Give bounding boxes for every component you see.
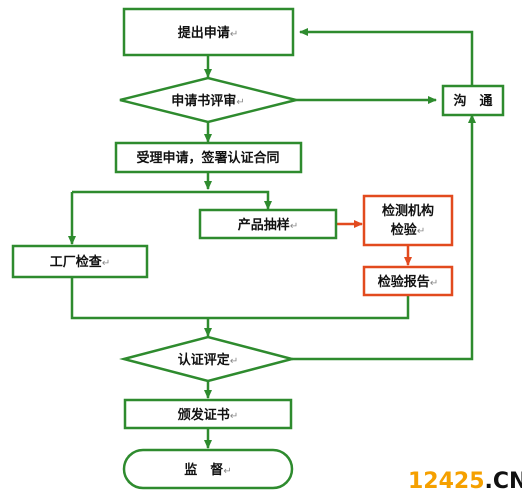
svg-text:检验报告↵: 检验报告↵ xyxy=(378,274,438,290)
svg-text:认证评定↵: 认证评定↵ xyxy=(178,352,238,368)
para-mark: ↵ xyxy=(430,278,438,289)
node-evaluation-label: 认证评定 xyxy=(178,352,230,368)
node-test-report-label: 检验报告 xyxy=(378,274,430,290)
edge-split-sampling xyxy=(72,190,272,210)
node-lab-test-line1: 检测机构 xyxy=(382,203,434,219)
node-review-label: 申请书评审 xyxy=(171,93,236,109)
para-mark: ↵ xyxy=(230,356,238,367)
node-test-report: 检验报告↵ xyxy=(362,265,454,297)
svg-text:颁发证书↵: 颁发证书↵ xyxy=(178,407,238,423)
node-contract-label: 受理申请，签署认证合同 xyxy=(136,150,279,166)
para-mark: ↵ xyxy=(236,97,244,108)
node-issue-cert: 颁发证书↵ xyxy=(123,398,293,430)
para-mark: ↵ xyxy=(230,29,238,40)
node-sampling: 产品抽样↵ xyxy=(198,208,338,240)
node-apply: 提出申请↵ xyxy=(122,7,295,57)
node-evaluation: 认证评定↵ xyxy=(119,335,297,383)
node-communicate: 沟 通 xyxy=(441,84,505,117)
para-mark: ↵ xyxy=(102,258,110,269)
edge-evaluation-communicate xyxy=(292,114,476,361)
node-apply-label: 提出申请 xyxy=(178,25,230,41)
node-communicate-label: 沟 通 xyxy=(453,93,492,109)
para-mark: ↵ xyxy=(290,221,298,232)
svg-text:产品抽样↵: 产品抽样↵ xyxy=(238,217,298,233)
watermark-suffix: .CN xyxy=(485,469,522,494)
node-issue-cert-label: 颁发证书 xyxy=(178,407,230,423)
node-factory-inspection-label: 工厂检查 xyxy=(50,254,103,270)
red-connectors xyxy=(336,220,412,266)
node-review: 申请书评审↵ xyxy=(119,76,297,124)
svg-text:工厂检查↵: 工厂检查↵ xyxy=(50,254,110,270)
node-sampling-label: 产品抽样 xyxy=(238,217,290,233)
para-mark: ↵ xyxy=(417,226,425,237)
svg-text:检验↵: 检验↵ xyxy=(391,222,425,238)
node-factory-inspection: 工厂检查↵ xyxy=(11,244,149,279)
green-connectors xyxy=(68,28,476,449)
node-lab-test: 检测机构 检验↵ xyxy=(362,194,454,247)
watermark-prefix: 12425 xyxy=(408,469,485,494)
para-mark: ↵ xyxy=(230,411,238,422)
svg-text:提出申请↵: 提出申请↵ xyxy=(178,25,238,41)
edge-merge-line xyxy=(70,277,410,320)
watermark: 12425.CN xyxy=(408,469,522,494)
node-supervision: 监 督↵ xyxy=(122,448,294,490)
node-supervision-label: 监 督 xyxy=(184,462,223,478)
edge-communicate-apply xyxy=(299,28,474,86)
node-contract: 受理申请，签署认证合同 xyxy=(114,141,303,174)
svg-text:监 督↵: 监 督↵ xyxy=(184,462,231,478)
svg-text:申请书评审↵: 申请书评审↵ xyxy=(171,93,244,109)
para-mark: ↵ xyxy=(223,466,231,477)
node-lab-test-line2: 检验 xyxy=(391,222,418,238)
